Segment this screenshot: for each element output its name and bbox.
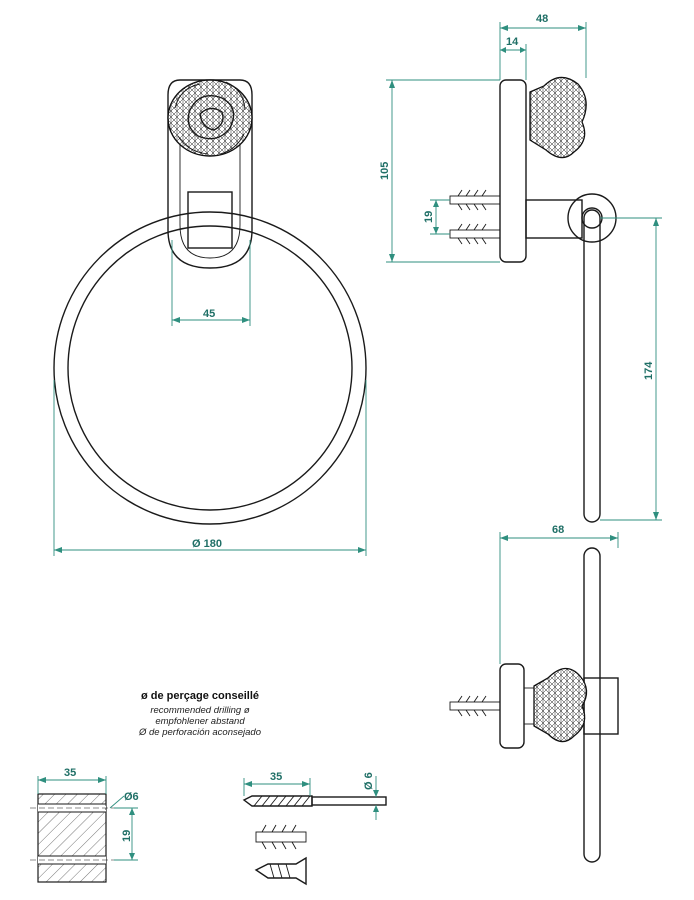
drilling-note-title: ø de perçage conseillé [141, 690, 259, 702]
side-view [386, 22, 662, 523]
bottom-view [449, 532, 619, 863]
dim-plate-thickness: 14 [506, 36, 519, 48]
front-view [53, 79, 367, 556]
dowel-lower [449, 223, 501, 245]
dim-base-width: 45 [203, 308, 215, 320]
drilling-note-es: Ø de perforación aconsejado [139, 727, 261, 738]
dim-drill-bit-dia: Ø 6 [363, 772, 375, 790]
dim-dowel-spacing: 19 [423, 211, 435, 223]
drill-bit [242, 776, 387, 820]
dim-ring-diameter: Ø 180 [192, 538, 222, 550]
dim-ring-drop: 174 [643, 361, 655, 380]
dowel-upper [449, 189, 501, 211]
drilling-note-en: recommended drilling ø [150, 705, 250, 716]
dim-drill-spacing-block: 19 [121, 830, 133, 842]
rose-knob-front [167, 79, 253, 157]
wall-plug [255, 824, 307, 850]
dim-depth-total: 48 [536, 13, 548, 25]
dim-drill-depth-block: 35 [64, 767, 76, 779]
drill-block-section [30, 776, 138, 883]
screw [254, 856, 307, 886]
dim-drill-bit-length: 35 [270, 771, 282, 783]
drilling-note-de: empfohlener abstand [155, 716, 245, 727]
dim-height-total: 105 [379, 162, 391, 180]
dim-drill-dia-block: Ø6 [124, 791, 139, 803]
dim-bottom-depth: 68 [552, 524, 564, 536]
